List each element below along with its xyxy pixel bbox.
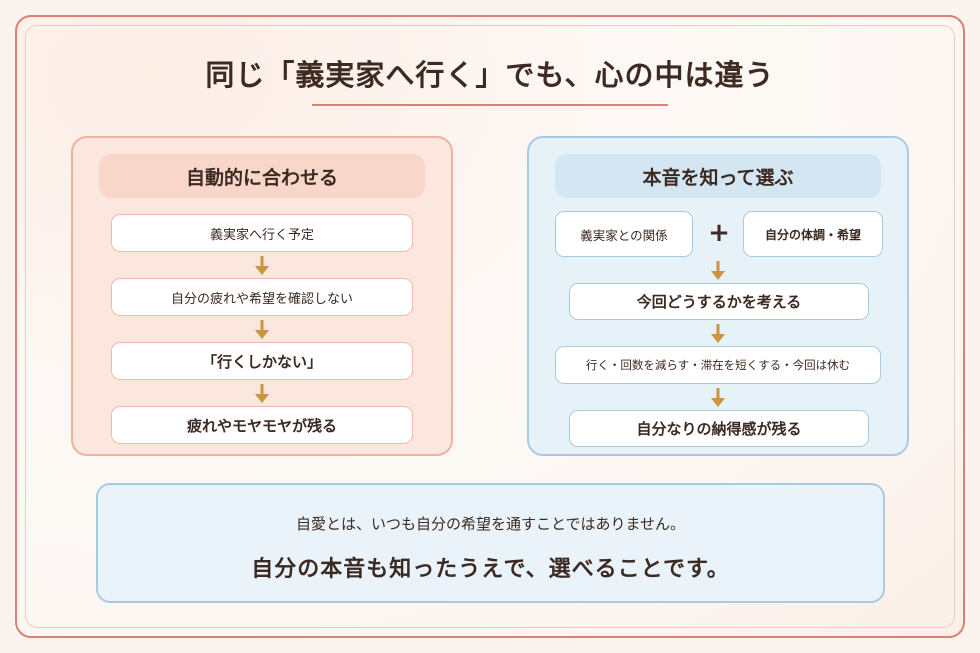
down-arrow-icon	[711, 388, 725, 407]
relationship-input-box: 義実家との関係	[555, 211, 693, 257]
true-feelings-header: 本音を知って選ぶ	[555, 154, 881, 198]
down-arrow-icon	[711, 261, 725, 280]
right-step-1: 今回どうするかを考える	[569, 283, 869, 320]
title-underline	[312, 104, 668, 106]
down-arrow-icon	[711, 324, 725, 343]
auto-adjust-header: 自動的に合わせる	[99, 154, 425, 198]
down-arrow-icon	[255, 256, 269, 275]
plus-sign: +	[708, 218, 730, 248]
right-step-2: 行く・回数を減らす・滞在を短くする・今回は休む	[555, 346, 881, 384]
message-line-2: 自分の本音も知ったうえで、選べることです。	[251, 557, 730, 582]
self-love-message-box: 自愛とは、いつも自分の希望を通すことではありません。 自分の本音も知ったうえで、…	[96, 483, 885, 603]
down-arrow-icon	[255, 384, 269, 403]
down-arrow-icon	[255, 320, 269, 339]
left-step-3: 「行くしかない」	[111, 342, 413, 380]
auto-adjust-panel: 自動的に合わせる 義実家へ行く予定 自分の疲れや希望を確認しない 「行くしかない…	[71, 136, 453, 456]
left-step-2: 自分の疲れや希望を確認しない	[111, 278, 413, 316]
page-title: 同じ「義実家へ行く」でも、心の中は違う	[205, 58, 775, 92]
health-wish-input-box: 自分の体調・希望	[743, 211, 883, 257]
right-step-3: 自分なりの納得感が残る	[569, 410, 869, 447]
inner-frame	[25, 25, 955, 628]
left-step-4: 疲れやモヤモヤが残る	[111, 406, 413, 444]
message-line-1: 自愛とは、いつも自分の希望を通すことではありません。	[295, 515, 686, 533]
true-feelings-panel: 本音を知って選ぶ 義実家との関係 + 自分の体調・希望 今回どうするかを考える …	[527, 136, 909, 456]
left-step-1: 義実家へ行く予定	[111, 214, 413, 252]
